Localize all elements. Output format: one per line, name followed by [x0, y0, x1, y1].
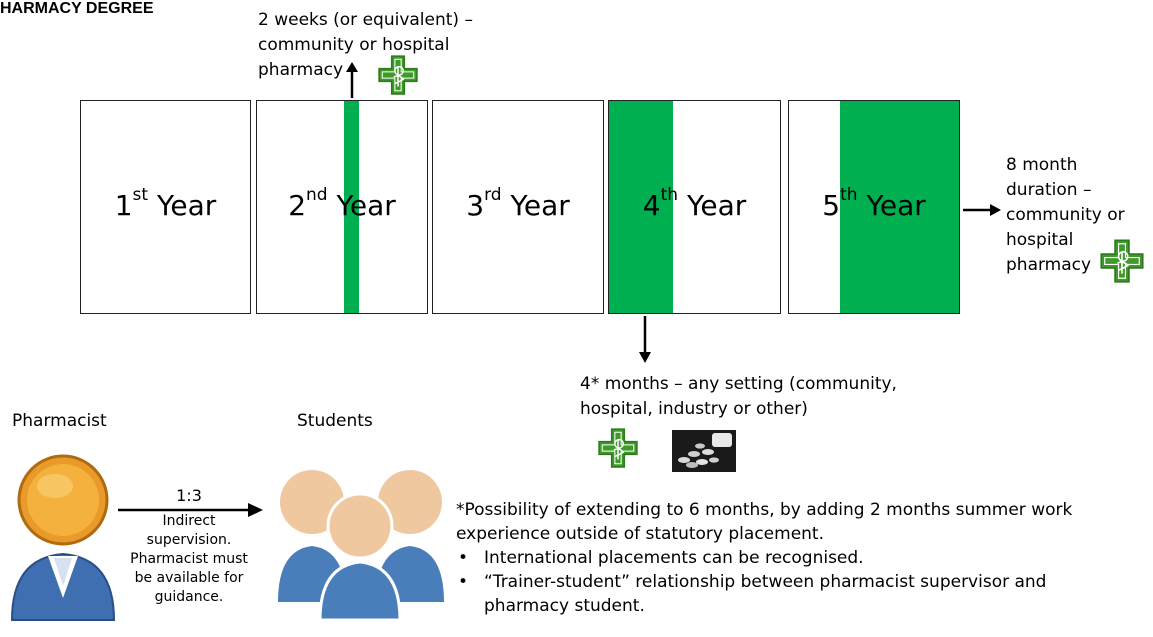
ratio-value: 1:3	[176, 486, 202, 505]
students-group-icon	[278, 470, 444, 622]
year-box-4: 4th Year	[608, 100, 781, 314]
supervision-description: Indirect supervision. Pharmacist must be…	[130, 513, 248, 605]
year-label-5: 5th Year	[822, 185, 926, 222]
year-label-1: 1st Year	[114, 185, 217, 222]
fifth-year-placement-note: 8 month duration – community or hospital…	[1006, 155, 1125, 275]
footnote-bullet-international: International placements can be recognis…	[458, 546, 1136, 570]
year-box-2: 2nd Year	[256, 100, 428, 314]
year-2-placement-fill	[344, 101, 359, 313]
second-year-placement-note: 2 weeks (or equivalent) – community or h…	[258, 10, 473, 80]
page-title: HARMACY DEGREE	[0, 0, 154, 17]
fourth-year-placement-note: 4* months – any setting (community, hosp…	[580, 374, 897, 419]
pharmacy-cross-icon	[598, 428, 638, 468]
footnote: *Possibility of extending to 6 months, b…	[456, 498, 1136, 618]
footnote-bullet-relationship: “Trainer-student” relationship between p…	[458, 570, 1136, 618]
footnote-list: International placements can be recognis…	[456, 546, 1136, 618]
year-box-3: 3rd Year	[432, 100, 604, 314]
year-5-placement-fill	[840, 101, 959, 313]
right-arrow	[963, 204, 1001, 216]
pharmacy-cross-icon	[1100, 239, 1144, 283]
year-label-3: 3rd Year	[466, 185, 570, 222]
year-label-2: 2nd Year	[288, 185, 396, 222]
pharmacist-label: Pharmacist	[12, 411, 107, 431]
down-arrow	[639, 316, 651, 363]
year-box-1: 1st Year	[80, 100, 251, 314]
pills-photo-icon	[672, 430, 736, 472]
year-4-placement-fill	[609, 101, 673, 313]
pharmacist-person-icon	[10, 454, 116, 621]
footnote-main: *Possibility of extending to 6 months, b…	[456, 500, 1073, 544]
supervision-arrow	[118, 503, 263, 517]
year-label-4: 4th Year	[642, 185, 747, 222]
year-box-5: 5th Year	[788, 100, 960, 314]
up-arrow	[346, 62, 358, 98]
pharmacy-cross-icon	[378, 55, 418, 95]
students-label: Students	[297, 411, 373, 431]
